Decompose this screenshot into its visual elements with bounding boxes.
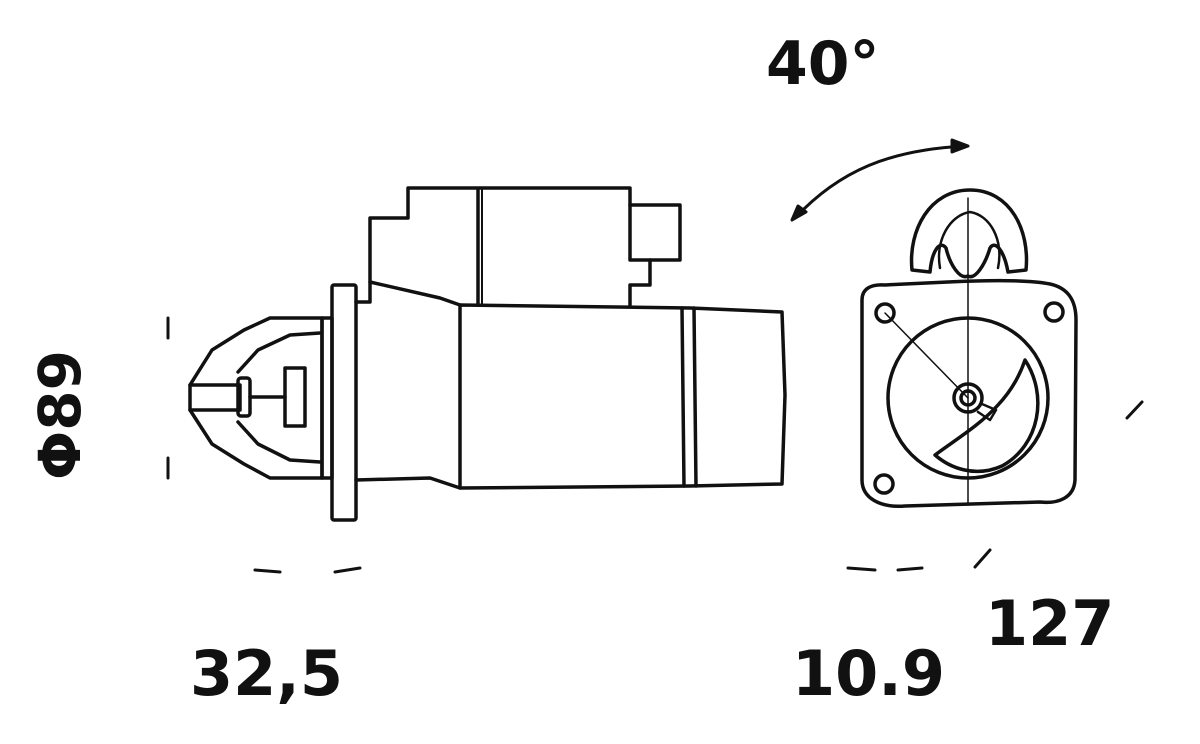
crescent-cutout (933, 358, 1040, 474)
angle-label: 40° (766, 29, 880, 99)
bolt-hole-top-left (874, 302, 896, 324)
motor-band-2 (692, 306, 698, 488)
solenoid-outline (368, 186, 682, 307)
dimension-marks (166, 138, 1144, 574)
width-label: 127 (985, 587, 1115, 660)
angle-arc (793, 144, 967, 220)
solenoid-end-cap (909, 188, 1029, 279)
diameter-label: Φ89 (26, 349, 94, 481)
motor-body (458, 303, 787, 490)
pinion-gear (283, 366, 307, 428)
bolt-hole-top-right (1043, 301, 1065, 323)
pinion-inner (236, 331, 322, 464)
mounting-flange (330, 283, 358, 522)
right-offset-label: 10.9 (792, 637, 945, 710)
solenoid-terminal (628, 203, 652, 262)
shaft-tip (188, 383, 242, 412)
left-offset-label: 32,5 (190, 637, 343, 710)
side-view (188, 186, 787, 522)
nose-body (354, 280, 462, 490)
end-view (860, 188, 1078, 508)
diagonal-centerline (884, 312, 969, 399)
bolt-hole-bottom-left (873, 473, 895, 495)
end-flange (860, 278, 1078, 508)
motor-band-1 (680, 306, 686, 488)
